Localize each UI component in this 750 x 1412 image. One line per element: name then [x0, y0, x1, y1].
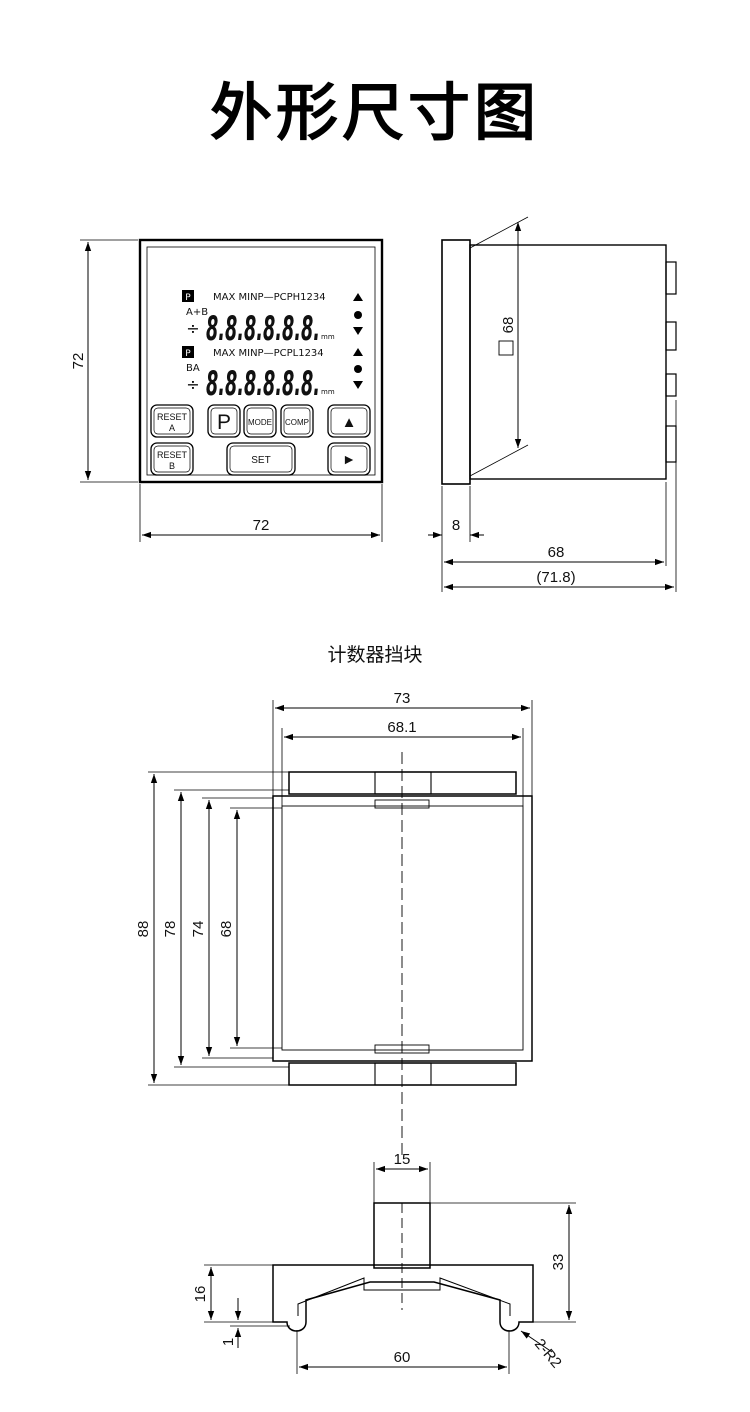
up-arrow-button[interactable]: ▲	[327, 404, 371, 438]
unit-row2: mm	[321, 388, 335, 396]
dim-side-w15: 15	[394, 1151, 411, 1168]
side-terminal-4	[665, 425, 677, 463]
dim-bracket-h74: 74	[190, 921, 207, 938]
set-button[interactable]: SET	[226, 442, 296, 476]
side-terminal-1	[665, 261, 677, 295]
indicator-down-triangle-icon-1	[353, 327, 363, 335]
mode-button[interactable]: MODE	[243, 404, 277, 438]
dim-front-height: 72	[70, 353, 87, 370]
bracket-side-view: 15 33 16 1 60 2-R2	[192, 1151, 576, 1374]
housing-slot-top	[374, 799, 430, 809]
bracket-section-title: 计数器挡块	[327, 644, 423, 666]
housing-inner	[281, 805, 524, 1051]
dim-bracket-h78: 78	[162, 921, 179, 938]
p-tag-text-row2: P	[185, 349, 191, 359]
panel-extension-top	[469, 216, 529, 249]
p-button[interactable]: P	[207, 404, 241, 438]
page-title: 外形尺寸图	[209, 76, 540, 149]
comp-button-label: COMP	[285, 417, 309, 427]
dim-bracket-h68: 68	[218, 921, 235, 938]
side-terminal-2	[665, 321, 677, 351]
reset-a-button[interactable]: RESET A	[150, 404, 194, 438]
dim-side-h16: 16	[192, 1286, 209, 1303]
right-arrow-icon: ►	[342, 451, 356, 467]
dim-side-body: 68	[548, 544, 565, 561]
side-terminal-3	[665, 373, 677, 397]
dim-side-panel: 68	[500, 317, 517, 334]
reset-b-button[interactable]: RESET B	[150, 442, 194, 476]
seven-segment-digits-row1: 8.8.8.8.8.8.	[206, 309, 320, 349]
divide-icon-row1: ÷	[186, 319, 199, 338]
up-arrow-icon: ▲	[342, 414, 357, 431]
indicator-up-triangle-icon-2	[353, 348, 363, 356]
dim-side-h1: 1	[220, 1338, 237, 1346]
panel-extension-bottom	[469, 444, 529, 477]
side-body	[469, 244, 667, 480]
divide-icon-row2: ÷	[186, 375, 199, 394]
bracket-side-inner-profile	[297, 1277, 511, 1316]
p-button-label: P	[217, 411, 231, 434]
square-symbol-icon	[498, 340, 514, 356]
reset-b-label-line2: B	[169, 461, 175, 471]
front-bezel-outer	[138, 238, 384, 484]
dim-side-total: (71.8)	[536, 569, 575, 586]
display-label-row1: A+B	[186, 307, 208, 318]
mode-button-label: MODE	[248, 417, 272, 427]
indicator-up-triangle-icon-1	[353, 293, 363, 301]
dim-front-width: 72	[253, 517, 270, 534]
front-view: P MAX MINP—PCPH1234 A+B ÷ 8.8.8.8.8.8. m…	[70, 238, 384, 542]
reset-a-label-line2: A	[169, 423, 175, 433]
indicator-down-triangle-icon-2	[353, 381, 363, 389]
dim-bracket-w73: 73	[394, 690, 411, 707]
radius-leader-line	[520, 1330, 553, 1353]
comp-button[interactable]: COMP	[280, 404, 314, 438]
reset-b-label-line1: RESET	[157, 450, 188, 460]
display-header-row1: MAX MINP—PCPH1234	[213, 292, 326, 303]
bracket-bottom-tab	[374, 1062, 432, 1086]
indicator-dot-icon-2	[354, 365, 362, 373]
bracket-top-view: 73 68.1 88 78 74 68	[135, 690, 533, 1160]
seven-segment-digits-row2: 8.8.8.8.8.8.	[206, 364, 320, 404]
dim-bracket-h88: 88	[135, 921, 152, 938]
indicator-dot-icon-1	[354, 311, 362, 319]
unit-row1: mm	[321, 333, 335, 341]
p-tag-icon-row1	[182, 290, 194, 302]
side-bezel	[441, 239, 471, 485]
housing-slot-bottom	[374, 1044, 430, 1054]
dim-side-bezel: 8	[452, 517, 460, 534]
dim-side-w60: 60	[394, 1349, 411, 1366]
display-header-row2: MAX MINP—PCPL1234	[213, 348, 324, 359]
p-tag-text-row1: P	[185, 293, 191, 303]
bracket-side-body	[272, 1264, 534, 1332]
dim-side-radius: 2-R2	[531, 1336, 565, 1372]
bracket-top-tab	[374, 771, 432, 795]
bracket-bottom-bar	[288, 1062, 517, 1086]
housing-outer	[272, 795, 533, 1062]
bracket-top-bar	[288, 771, 517, 795]
side-view: 68 8 68 (71.8)	[428, 216, 677, 592]
display-label-row2: BA	[186, 363, 200, 374]
dim-side-h33: 33	[550, 1254, 567, 1271]
set-button-label: SET	[251, 455, 270, 466]
front-bezel-inner	[146, 246, 376, 476]
p-tag-icon-row2	[182, 346, 194, 358]
right-arrow-button[interactable]: ►	[327, 442, 371, 476]
dim-bracket-w68: 68.1	[387, 719, 416, 736]
reset-a-label-line1: RESET	[157, 412, 188, 422]
